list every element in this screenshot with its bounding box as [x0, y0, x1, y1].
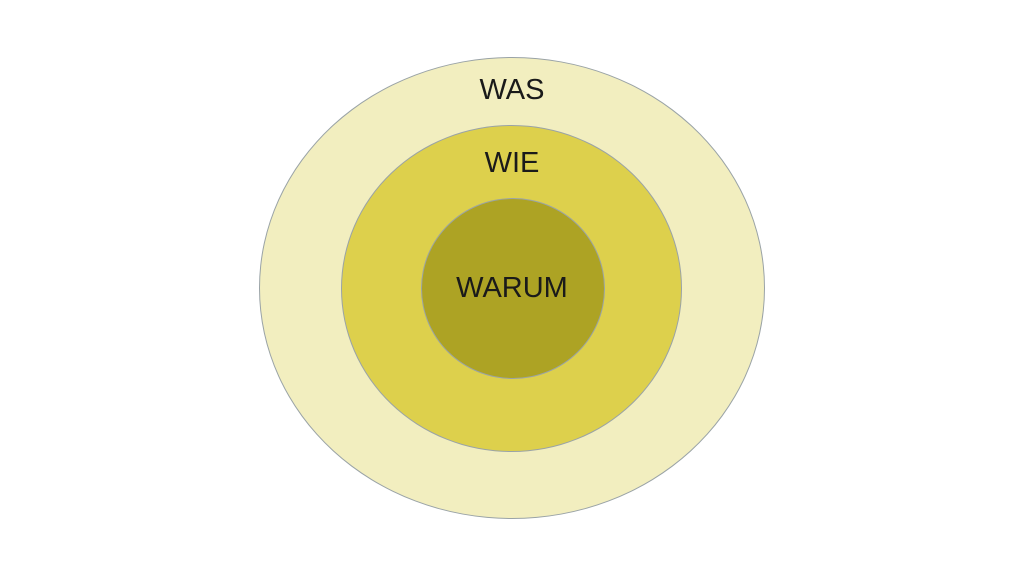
- label-warum: WARUM: [456, 272, 568, 304]
- label-was: WAS: [479, 74, 545, 106]
- label-wie: WIE: [484, 147, 540, 179]
- inner-circle-warum: [421, 198, 605, 379]
